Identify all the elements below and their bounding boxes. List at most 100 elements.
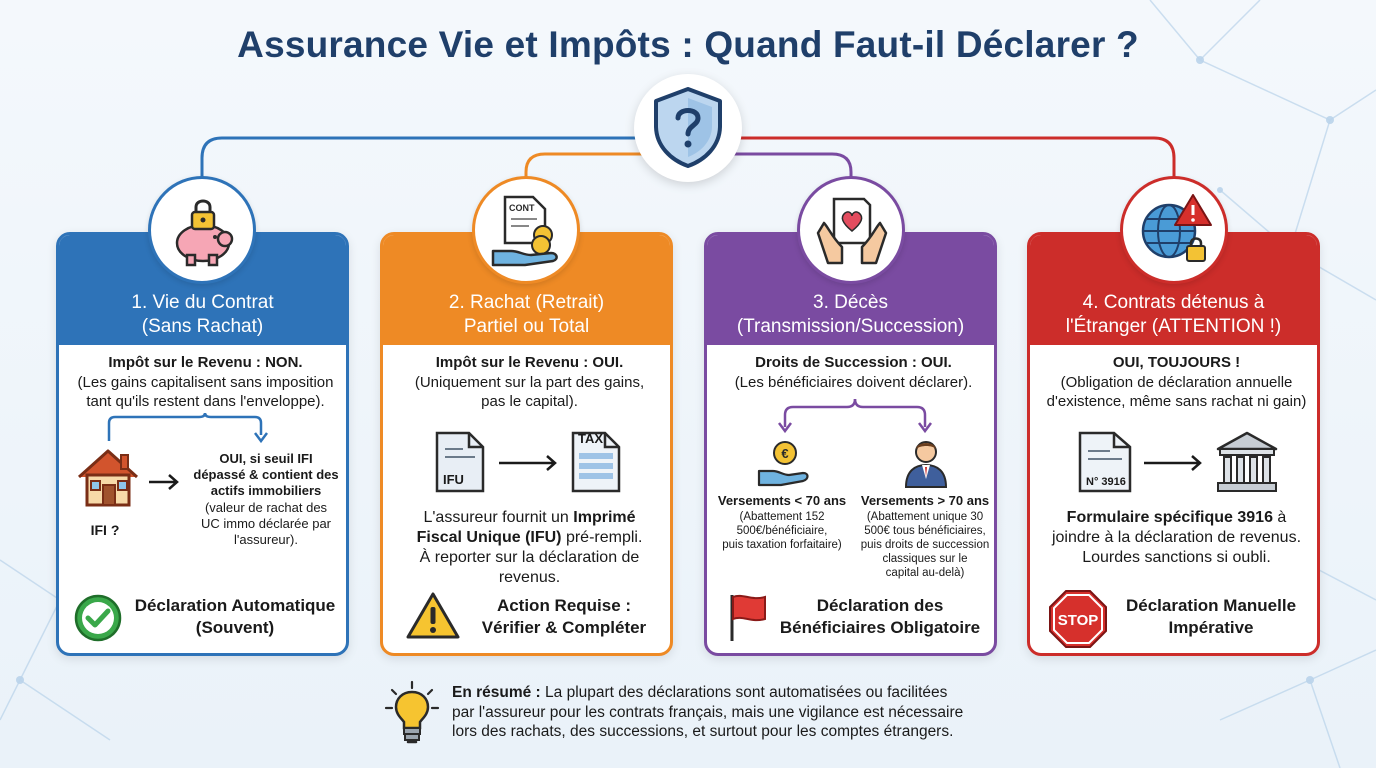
card-title: 1. Vie du Contrat (Sans Rachat)	[65, 291, 340, 339]
card-contrats-etranger: 4. Contrats détenus à l'Étranger (ATTENT…	[1027, 232, 1320, 656]
globe-icon-badge	[1120, 176, 1228, 284]
description-line1: (Les bénéficiaires doivent déclarer).	[734, 374, 973, 391]
card-rachat: 2. Rachat (Retrait) Partiel ou Total Imp…	[380, 232, 673, 656]
summary-text: En résumé : La plupart des déclarations …	[452, 683, 1012, 742]
card-title: 2. Rachat (Retrait) Partiel ou Total	[389, 291, 664, 339]
shield-question-icon	[654, 87, 722, 168]
income-tax-status: Impôt sur le Revenu : OUI.	[435, 354, 624, 371]
under-70-note-line1: (Abattement 152	[739, 511, 825, 523]
contract-coins-hand-icon: CONT	[491, 195, 558, 267]
bank-building-icon	[1216, 431, 1278, 492]
description-line1: (Uniquement sur la part des gains,	[414, 374, 645, 391]
over-70-note-line1: (Abattement unique 30	[866, 511, 984, 523]
lightbulb-icon	[384, 680, 440, 744]
card-title-line1: 4. Contrats détenus à	[1082, 292, 1265, 313]
summary-line2: par l'assureur pour les contrats françai…	[452, 703, 964, 721]
under-70-note-line3: puis taxation forfaitaire)	[722, 539, 842, 551]
coin-hand-icon: €	[757, 441, 809, 487]
tax-doc-label: TAX	[578, 431, 604, 446]
ifi-note-line1: (valeur de rachat des	[204, 500, 328, 515]
form-3916-document-icon	[1078, 431, 1132, 493]
euro-symbol: €	[781, 446, 788, 461]
card-title-line2: (Sans Rachat)	[141, 316, 264, 337]
card-vie-du-contrat: 1. Vie du Contrat (Sans Rachat) Impôt su…	[56, 232, 349, 656]
succession-icon-badge	[797, 176, 905, 284]
summary-text1: La plupart des déclarations sont automat…	[540, 684, 948, 701]
piggy-bank-lock-icon	[175, 199, 234, 267]
center-shield-badge	[634, 74, 742, 182]
summary-line1: En résumé : La plupart des déclarations …	[452, 683, 1012, 703]
ifi-note-line3: l'assureur).	[234, 532, 298, 547]
form-number-label: N° 3916	[1086, 476, 1126, 488]
right-arrow-icon	[1144, 455, 1202, 471]
ifi-bold-line2: dépassé & contient des	[193, 467, 339, 482]
right-arrow-icon	[499, 455, 557, 471]
ifu-doc-label: IFU	[443, 472, 464, 487]
card-title-line2: Partiel ou Total	[463, 316, 590, 337]
card-deces: 3. Décès (Transmission/Succession) Droit…	[704, 232, 997, 656]
over-70-note-line4: classiques sur le	[882, 553, 968, 565]
footer-line1: Déclaration Automatique	[134, 596, 336, 615]
footer-line1: Déclaration des	[816, 596, 944, 615]
income-tax-status: Impôt sur le Revenu : NON.	[108, 354, 303, 371]
card-header: 4. Contrats détenus à l'Étranger (ATTENT…	[1030, 235, 1317, 345]
check-circle-icon	[74, 594, 122, 642]
summary-label: En résumé :	[452, 684, 541, 701]
over-70-note-line2: 500€ tous bénéficiaires,	[864, 525, 986, 537]
ifu-explanation-line1: L'assureur fournit un Imprimé	[389, 508, 670, 528]
red-flag-icon	[730, 594, 766, 641]
description-line1: (Les gains capitalisent sans imposition	[77, 374, 334, 391]
stop-sign-icon: STOP	[1049, 590, 1107, 648]
ifi-bold-line1: OUI, si seuil IFI	[219, 451, 313, 466]
page-title: Assurance Vie et Impôts : Quand Faut-il …	[237, 24, 1139, 65]
tax-form-icon	[571, 431, 621, 493]
card-body: Droits de Succession : OUI. (Les bénéfic…	[707, 345, 994, 653]
ifi-label: IFI ?	[90, 522, 120, 538]
right-arrow-icon	[149, 474, 179, 490]
description-line2: pas le capital).	[481, 393, 578, 410]
ifi-bold-line3: actifs immobiliers	[210, 483, 322, 498]
card-title-line1: 3. Décès	[813, 292, 888, 313]
card-body: Impôt sur le Revenu : NON. (Les gains ca…	[59, 345, 346, 653]
ifu-text-bold2: Fiscal Unique (IFU)	[416, 529, 562, 546]
summary-line3: lors des rachats, des successions, et su…	[452, 723, 954, 740]
card-title-line1: 2. Rachat (Retrait)	[448, 292, 605, 313]
form-text-bold: Formulaire spécifique 3916	[1066, 509, 1273, 526]
footer-line2: (Souvent)	[195, 618, 275, 637]
footer-line2: Impérative	[1168, 618, 1254, 637]
hands-heart-document-icon	[816, 197, 888, 265]
form-explanation-line2: joindre à la déclaration de revenus.	[1051, 529, 1302, 546]
house-icon	[77, 449, 139, 507]
warning-triangle-icon	[406, 592, 460, 639]
ifu-text-bold1: Imprimé	[573, 509, 636, 526]
description-line1: (Obligation de déclaration annuelle	[1060, 374, 1293, 391]
footer-line1: Action Requise :	[496, 596, 632, 615]
split-arrow	[778, 398, 932, 434]
stop-text: STOP	[1058, 612, 1099, 629]
over-70-note-line5: capital au-delà)	[885, 567, 965, 579]
branch-arrow	[107, 413, 268, 444]
card-body: Impôt sur le Revenu : OUI. (Uniquement s…	[383, 345, 670, 653]
card-title-line2: l'Étranger (ATTENTION !)	[1065, 316, 1282, 337]
ifu-explanation-line2: Fiscal Unique (IFU) pré-rempli.	[389, 528, 670, 548]
contract-text: CONT	[509, 203, 535, 213]
form-text-post: à	[1272, 509, 1287, 526]
card-title-line1: 1. Vie du Contrat	[131, 292, 274, 313]
ifi-note-line2: UC immo déclarée par	[200, 516, 332, 531]
card-title: 3. Décès (Transmission/Succession)	[713, 291, 988, 339]
footer-line2: Vérifier & Compléter	[481, 618, 647, 637]
contract-icon-badge: CONT	[472, 176, 580, 284]
ifu-text-post: pré-rempli.	[561, 529, 643, 546]
piggy-bank-icon-badge	[148, 176, 256, 284]
globe-warning-lock-icon	[1141, 194, 1212, 262]
card-title-line2: (Transmission/Succession)	[736, 316, 965, 337]
description-line2: tant qu'ils restent dans l'enveloppe).	[86, 393, 325, 410]
under-70-note-line2: 500€/bénéficiaire,	[736, 525, 828, 537]
under-70-title: Versements < 70 ans	[717, 493, 847, 508]
card-body: OUI, TOUJOURS ! (Obligation de déclarati…	[1030, 345, 1317, 653]
ifu-text-pre: L'assureur fournit un	[423, 509, 574, 526]
ifu-explanation-line3: À reporter sur la déclaration de	[419, 549, 640, 566]
card-title: 4. Contrats détenus à l'Étranger (ATTENT…	[1036, 291, 1311, 339]
declaration-status: OUI, TOUJOURS !	[1112, 354, 1241, 371]
